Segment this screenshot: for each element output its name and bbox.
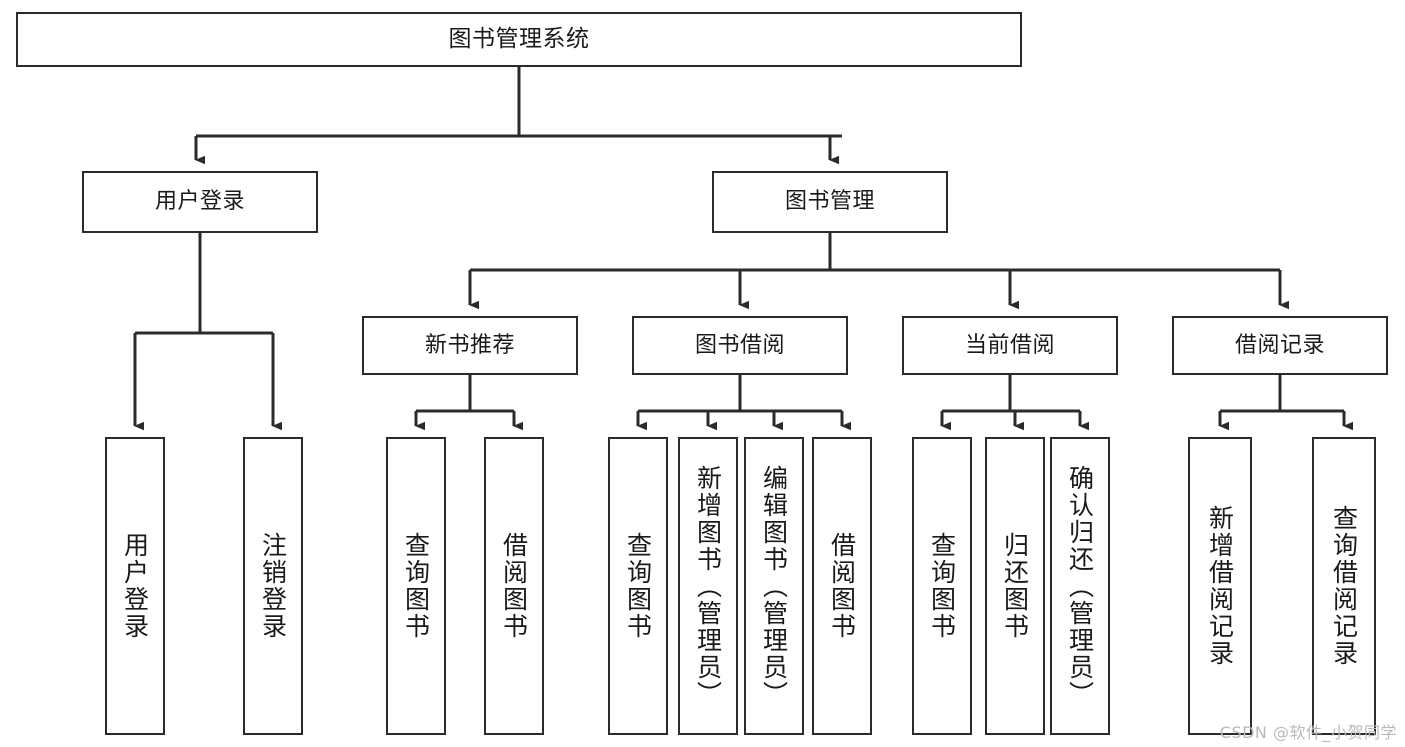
node-label-root: 图书管理系统: [448, 25, 590, 52]
edge-group-user-login: [133, 233, 282, 431]
node-current-borrow[interactable]: 当前借阅: [902, 316, 1118, 375]
node-root[interactable]: 图书管理系统: [16, 12, 1022, 67]
node-leaf-query-book-2[interactable]: 查询图书: [608, 437, 668, 735]
node-label-leaf-user-login: 用户登录: [120, 532, 150, 640]
node-leaf-query-book-3[interactable]: 查询图书: [912, 437, 972, 735]
watermark-text: CSDN @软件_小贺同学: [1219, 723, 1397, 742]
node-label-leaf-query-book-1: 查询图书: [401, 532, 431, 640]
node-label-leaf-add-book: 新增图书（管理员）: [693, 464, 723, 708]
node-leaf-query-book-1[interactable]: 查询图书: [386, 437, 446, 735]
node-book-manage[interactable]: 图书管理: [712, 171, 948, 233]
node-book-borrow[interactable]: 图书借阅: [632, 316, 848, 375]
edge-group-root: [194, 67, 842, 165]
node-label-leaf-add-record: 新增借阅记录: [1205, 505, 1235, 667]
node-leaf-query-record[interactable]: 查询借阅记录: [1312, 437, 1376, 735]
node-label-leaf-query-book-2: 查询图书: [623, 532, 653, 640]
node-label-book-borrow: 图书借阅: [694, 332, 785, 358]
node-label-leaf-confirm-return: 确认归还（管理员）: [1065, 464, 1095, 708]
node-leaf-return-book[interactable]: 归还图书: [985, 437, 1045, 735]
node-label-leaf-logout: 注销登录: [258, 532, 288, 640]
node-new-book-rec[interactable]: 新书推荐: [362, 316, 578, 375]
node-leaf-confirm-return[interactable]: 确认归还（管理员）: [1050, 437, 1110, 735]
node-label-book-manage: 图书管理: [784, 189, 875, 215]
edge-group-borrow-record: [1218, 375, 1353, 431]
node-leaf-add-book[interactable]: 新增图书（管理员）: [678, 437, 738, 735]
edge-group-book-manage: [468, 233, 1289, 310]
node-label-leaf-query-record: 查询借阅记录: [1329, 505, 1359, 667]
node-leaf-borrow-book-2[interactable]: 借阅图书: [812, 437, 872, 735]
node-label-leaf-edit-book: 编辑图书（管理员）: [759, 464, 789, 708]
node-label-user-login: 用户登录: [154, 189, 245, 215]
node-label-leaf-borrow-book-1: 借阅图书: [499, 532, 529, 640]
node-label-borrow-record: 借阅记录: [1234, 332, 1325, 358]
edge-group-book-borrow: [636, 375, 851, 431]
node-label-current-borrow: 当前借阅: [964, 332, 1055, 358]
edge-group-new-book-rec: [414, 375, 523, 431]
node-leaf-logout[interactable]: 注销登录: [243, 437, 303, 735]
node-label-leaf-return-book: 归还图书: [1000, 532, 1030, 640]
node-label-leaf-borrow-book-2: 借阅图书: [827, 532, 857, 640]
node-label-new-book-rec: 新书推荐: [424, 332, 515, 358]
edge-group-current-borrow: [940, 375, 1089, 431]
node-borrow-record[interactable]: 借阅记录: [1172, 316, 1388, 375]
node-leaf-borrow-book-1[interactable]: 借阅图书: [484, 437, 544, 735]
node-leaf-edit-book[interactable]: 编辑图书（管理员）: [744, 437, 804, 735]
node-user-login[interactable]: 用户登录: [82, 171, 318, 233]
node-label-leaf-query-book-3: 查询图书: [927, 532, 957, 640]
node-leaf-add-record[interactable]: 新增借阅记录: [1188, 437, 1252, 735]
node-leaf-user-login[interactable]: 用户登录: [105, 437, 165, 735]
